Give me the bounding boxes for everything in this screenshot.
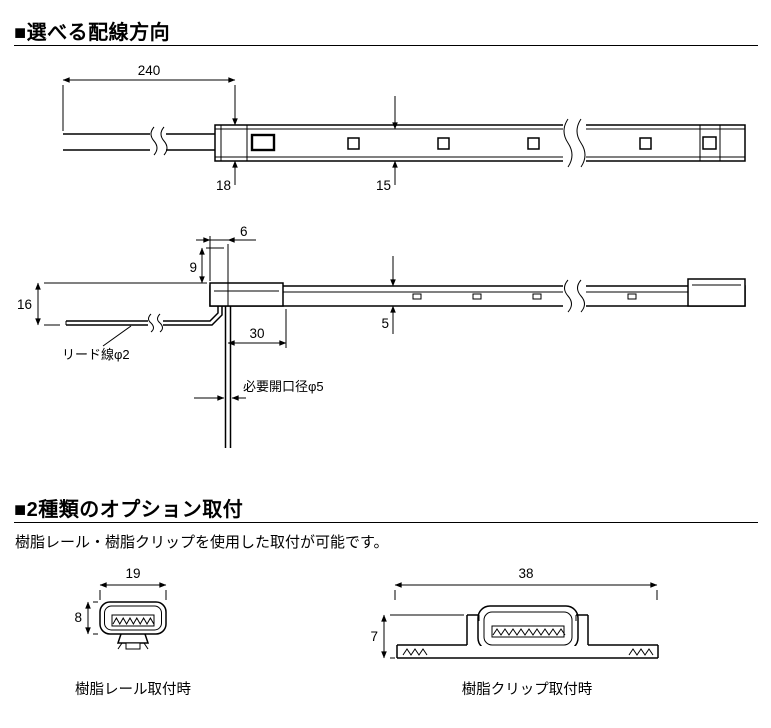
- strip-body: [214, 124, 746, 162]
- pcb-band: [111, 614, 155, 627]
- dim-clearance: 30: [227, 309, 287, 348]
- end-offset-dim-label: 6: [240, 224, 248, 239]
- options-section-title: ■2種類のオプション取付: [14, 499, 244, 521]
- total-height-dim-label: 16: [17, 297, 32, 312]
- thickness-dim-label: 5: [381, 316, 389, 331]
- clip-mount-caption: 樹脂クリップ取付時: [462, 681, 593, 698]
- connector-block: [250, 133, 276, 152]
- clearance-dim-label: 30: [249, 326, 264, 341]
- clip-mount-view: 38: [370, 566, 659, 698]
- strip-body-side: [209, 285, 746, 307]
- grip-serration: [628, 648, 654, 656]
- grip-serration: [402, 648, 428, 656]
- break-line: [150, 126, 158, 156]
- led-chip: [472, 293, 482, 300]
- dim-lead-length: 240: [62, 63, 236, 131]
- clip-height-dim-label: 7: [370, 629, 378, 644]
- lead-length-dim-label: 240: [138, 63, 161, 78]
- break-line: [160, 126, 168, 156]
- section-divider: [14, 522, 758, 523]
- led-chip: [639, 137, 652, 150]
- break-line: [577, 279, 585, 313]
- end-cap-detail: [702, 136, 717, 150]
- led-chip: [527, 137, 540, 150]
- dim-strip-height: 18: [216, 102, 238, 193]
- serration: [112, 616, 155, 626]
- lead-wire: [66, 306, 219, 322]
- dim-thickness: 5: [381, 256, 396, 334]
- pcb-band: [491, 625, 565, 638]
- lead-wire: [66, 306, 223, 326]
- break-line: [563, 118, 573, 168]
- dim-clip-width: 38: [394, 566, 658, 600]
- clip-width-dim-label: 38: [518, 566, 533, 581]
- end-cap: [687, 278, 746, 307]
- strip-inner-height-dim-label: 15: [376, 178, 391, 193]
- break-line: [157, 313, 163, 333]
- break-line: [576, 118, 586, 168]
- rail-width-dim-label: 19: [125, 566, 140, 581]
- serration: [492, 628, 566, 636]
- dim-rail-width: 19: [99, 566, 167, 600]
- led-chip: [627, 293, 637, 300]
- options-description: 樹脂レール・樹脂クリップを使用した取付が可能です。: [15, 534, 389, 551]
- led-chip: [412, 293, 422, 300]
- lead-wire-label: リード線φ2: [62, 347, 130, 362]
- cap-height-dim-label: 9: [189, 260, 197, 275]
- rail-foot: [116, 633, 150, 644]
- clip-body: [396, 614, 659, 659]
- dim-total-height: 16: [17, 282, 205, 326]
- lead-wire-note: リード線φ2: [62, 325, 132, 362]
- opening-label: 必要開口径φ5: [243, 379, 324, 394]
- dim-cap-height: 9: [189, 247, 224, 284]
- wiring-direction-diagrams: 240 18 15: [17, 63, 746, 448]
- led-chip: [532, 293, 542, 300]
- rail-height-dim-label: 8: [74, 610, 82, 625]
- break-line: [564, 279, 572, 313]
- led-chip: [347, 137, 360, 150]
- wiring-section-title: ■選べる配線方向: [14, 22, 171, 44]
- rail-mount-view: 19 8 樹脂レール取付時: [74, 566, 191, 698]
- dim-end-offset: 6: [196, 224, 256, 281]
- strip-height-dim-label: 18: [216, 178, 231, 193]
- break-line: [148, 313, 154, 333]
- front-view: 240 18 15: [62, 63, 746, 193]
- opening-note: 必要開口径φ5: [194, 379, 324, 401]
- mounting-option-diagrams: 19 8 樹脂レール取付時 38: [74, 566, 659, 698]
- dim-rail-height: 8: [74, 601, 98, 635]
- dim-clip-height: 7: [370, 614, 464, 659]
- side-view: 6 9 16 5: [17, 224, 746, 448]
- led-chip: [437, 137, 450, 150]
- rail-mount-caption: 樹脂レール取付時: [75, 681, 191, 698]
- dim-strip-inner-height: 15: [376, 96, 398, 193]
- section-divider: [14, 45, 758, 46]
- connector-cap: [209, 282, 284, 307]
